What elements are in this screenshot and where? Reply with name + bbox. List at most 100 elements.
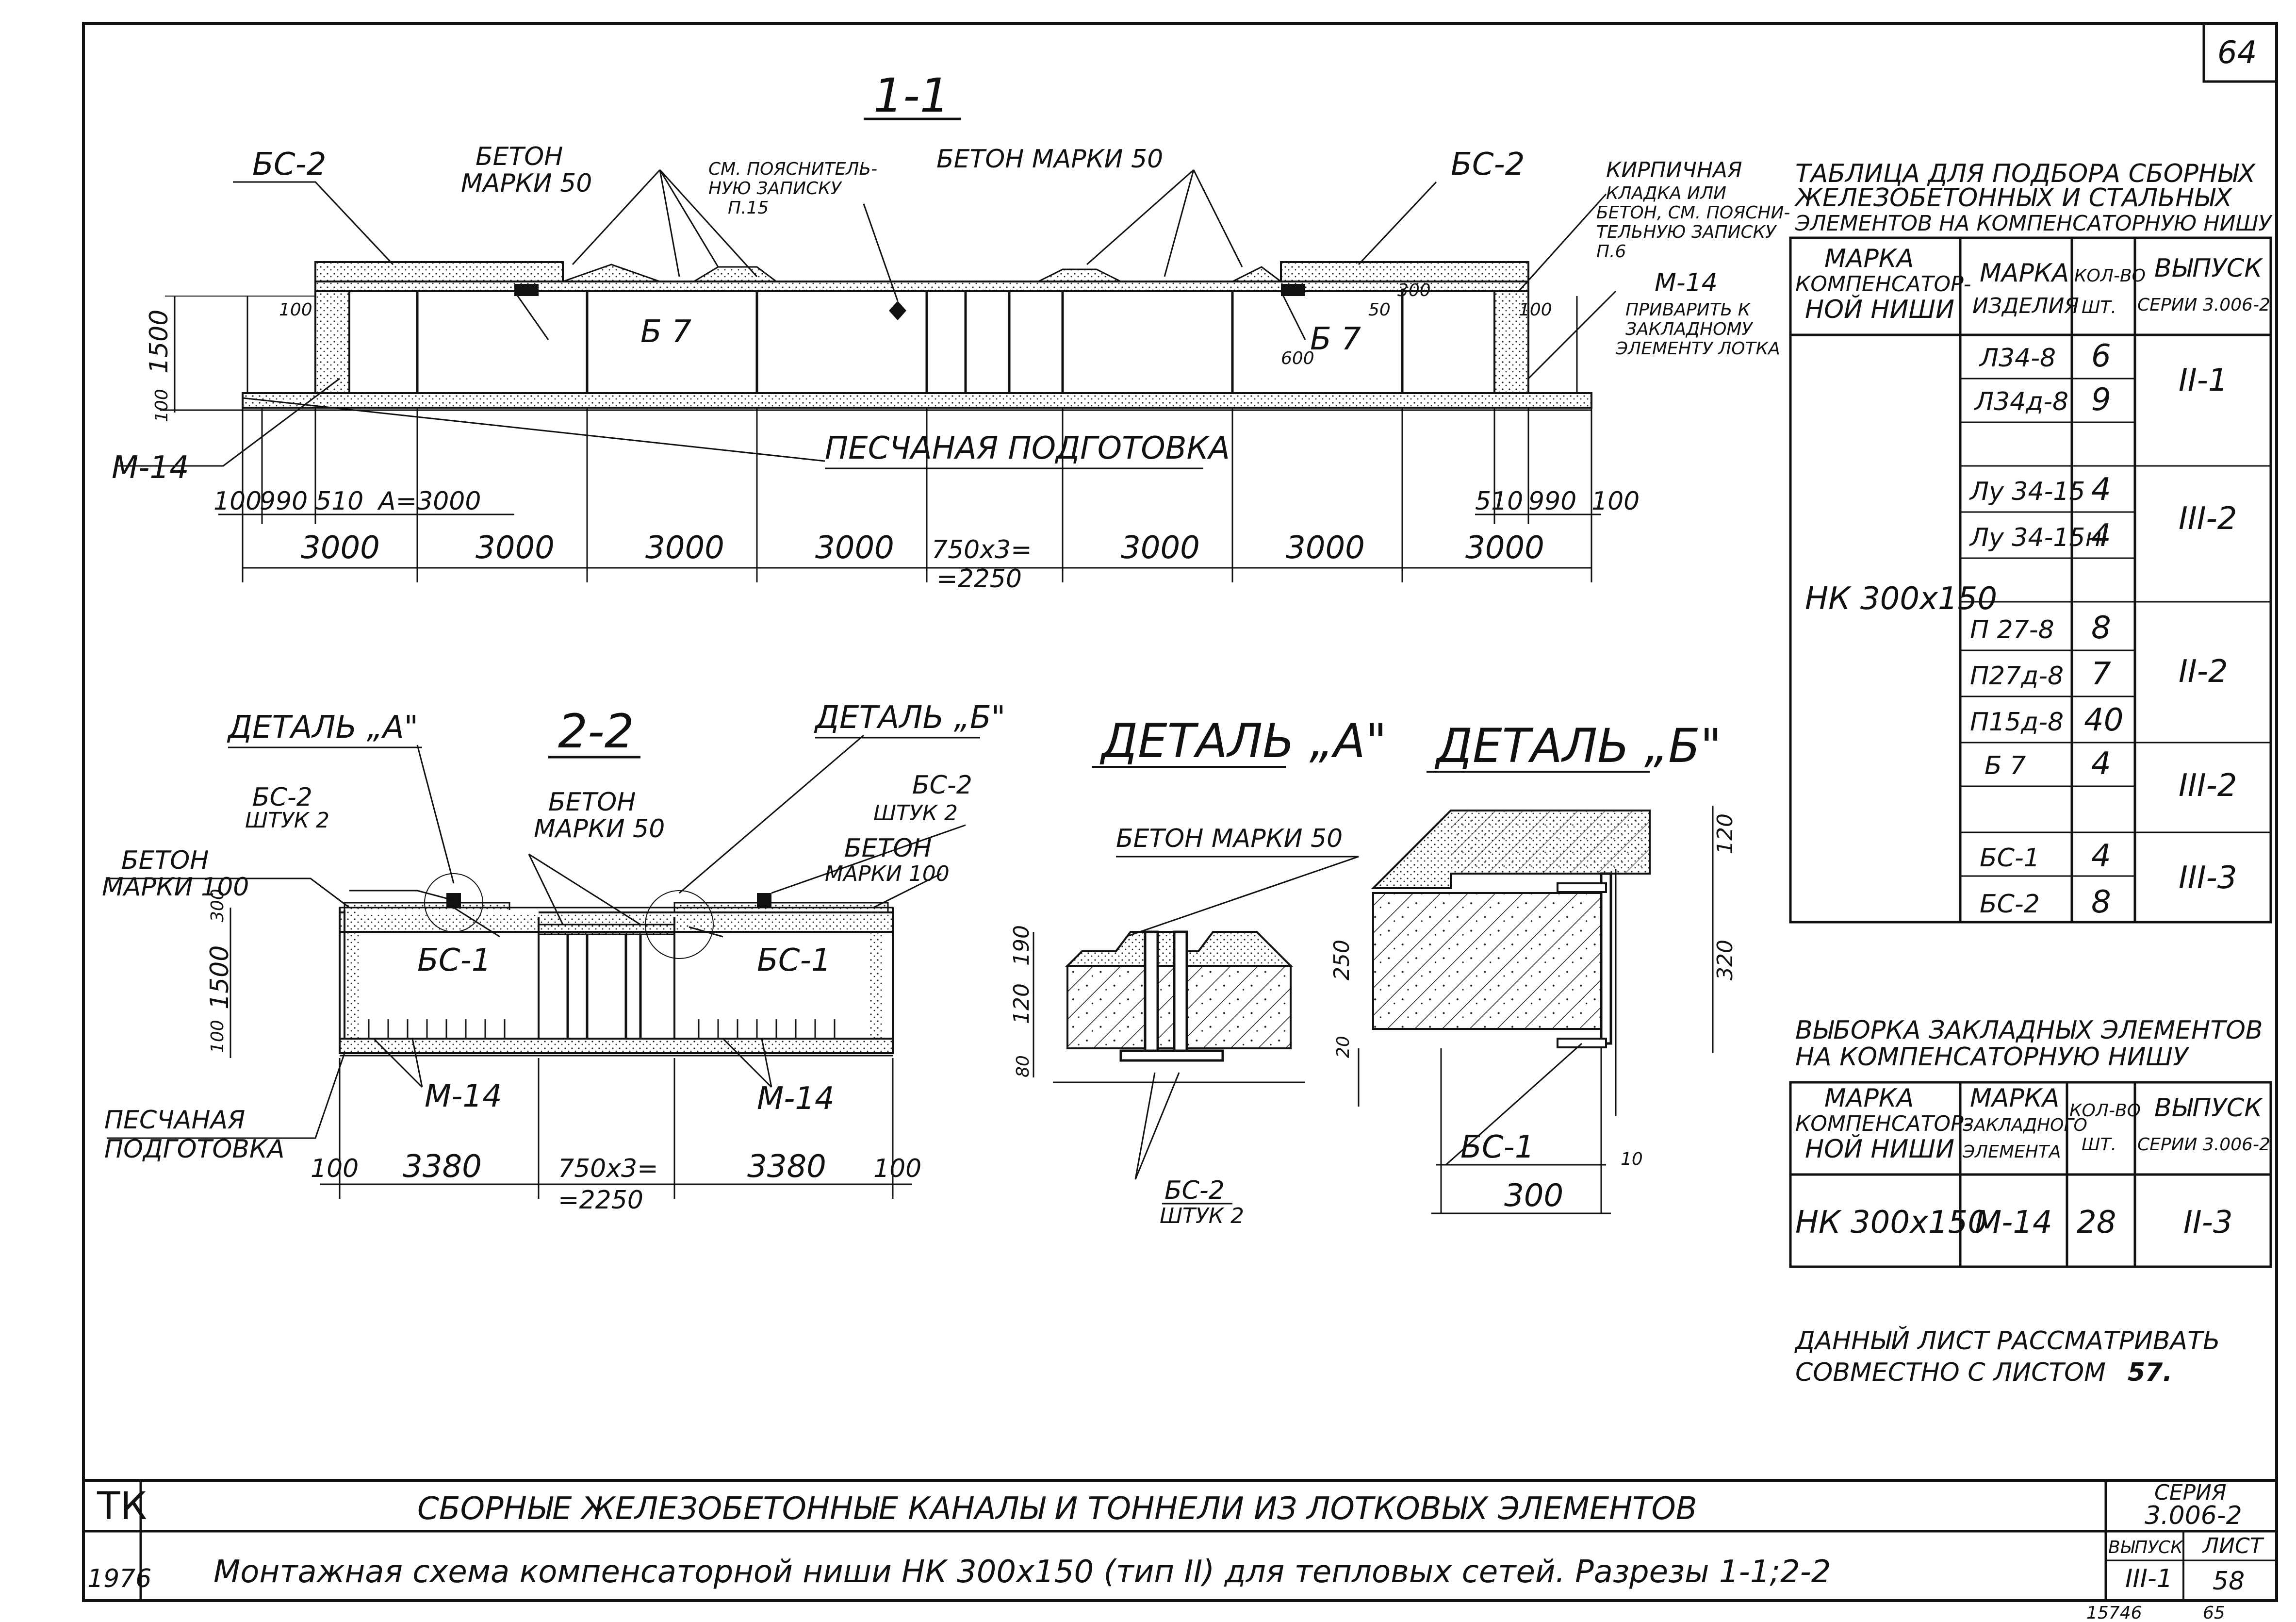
label-note3: П.15 bbox=[728, 198, 769, 218]
dim-3000-4: 3000 bbox=[815, 530, 894, 566]
tb-issue-label: ВЫПУСК bbox=[2108, 1538, 2183, 1557]
t1-r3-item: Лу 34-15 bbox=[1969, 477, 2085, 506]
dim-300: 300 bbox=[1397, 281, 1431, 300]
tb-issue-value: III-1 bbox=[2125, 1564, 2173, 1593]
t1-r6-item: П 27-8 bbox=[1970, 615, 2054, 645]
detail-a: ДЕТАЛЬ „А" БЕТОН МАРКИ 50 БС-2 ШТУК 2 19… bbox=[1009, 714, 1387, 1228]
dim-2250: =2250 bbox=[936, 564, 1022, 594]
detail-a-dim-80: 80 bbox=[1013, 1055, 1033, 1077]
dim-top-100: 100 bbox=[213, 487, 262, 516]
label-beton-a1: БЕТОН bbox=[476, 142, 563, 171]
dim-h1500: 1500 bbox=[145, 310, 174, 374]
t1-issue-4: III-3 bbox=[2179, 860, 2237, 896]
t1-r7-qty: 7 bbox=[2091, 656, 2111, 692]
table2-title-1: ВЫБОРКА ЗАКЛАДНЫХ ЭЛЕМЕНТОВ bbox=[1795, 1016, 2263, 1045]
bottom-code-1: 15746 bbox=[2086, 1603, 2142, 1620]
dim-22-750x3: 750х3= bbox=[558, 1154, 658, 1183]
t1-issue-0: II-1 bbox=[2179, 363, 2228, 398]
dim-22-100a: 100 bbox=[311, 1154, 359, 1183]
label-b7-right: Б 7 bbox=[1310, 321, 1361, 357]
t2-h0b: КОМПЕНСАТОР- bbox=[1795, 1111, 1971, 1136]
dim-50: 50 bbox=[1368, 300, 1391, 320]
dim-3000-5: 3000 bbox=[1121, 530, 1200, 566]
label-note2: НУЮ ЗАПИСКУ bbox=[708, 179, 842, 199]
t1-h1a: МАРКА bbox=[1980, 259, 2069, 288]
label-b100-l2: МАРКИ 100 bbox=[102, 873, 249, 902]
t1-issue-1: III-2 bbox=[2179, 501, 2237, 537]
label-beton-b: БЕТОН МАРКИ 50 bbox=[936, 145, 1163, 174]
label-bs1-left: БС-1 bbox=[417, 943, 491, 978]
label-weld2: ЗАКЛАДНОМУ bbox=[1625, 319, 1754, 339]
label-b100-r1: БЕТОН bbox=[844, 834, 932, 863]
dim-3000-7: 3000 bbox=[1465, 530, 1544, 566]
dim-top-990: 990 bbox=[260, 487, 308, 516]
section-1-1-title: 1-1 bbox=[873, 68, 950, 123]
dim-22-3380a: 3380 bbox=[403, 1149, 482, 1185]
dim-3000-1: 3000 bbox=[301, 530, 380, 566]
t1-h0c: НОЙ НИШИ bbox=[1805, 295, 1954, 324]
dim-600: 600 bbox=[1281, 348, 1314, 368]
tb-series-value: 3.006-2 bbox=[2145, 1501, 2242, 1530]
label-brick5: П.6 bbox=[1596, 242, 1626, 262]
title-block: ТК 1976 СБОРНЫЕ ЖЕЛЕЗОБЕТОННЫЕ КАНАЛЫ И … bbox=[83, 1479, 2277, 1622]
note: ДАННЫЙ ЛИСТ РАССМАТРИВАТЬ СОВМЕСТНО С ЛИ… bbox=[1794, 1326, 2220, 1387]
dim-top-510: 510 bbox=[315, 487, 363, 516]
label-sand-22-1: ПЕСЧАНАЯ bbox=[104, 1106, 245, 1135]
dim-22-100b: 100 bbox=[873, 1154, 921, 1183]
dim-top-990r: 990 bbox=[1528, 487, 1576, 516]
t2-element: М-14 bbox=[1975, 1205, 2052, 1241]
detail-b-dim-320: 320 bbox=[1713, 940, 1738, 980]
label-b100-l1: БЕТОН bbox=[121, 846, 209, 875]
t1-r11-qty: 4 bbox=[2091, 838, 2111, 874]
t1-h3b: СЕРИИ 3.006-2 bbox=[2137, 295, 2270, 315]
corner-number: 64 bbox=[2217, 35, 2257, 71]
label-weld3: ЭЛЕМЕНТУ ЛОТКА bbox=[1615, 339, 1780, 359]
t1-h3a: ВЫПУСК bbox=[2154, 254, 2263, 283]
dim-h100: 100 bbox=[152, 389, 172, 422]
dim-3000-2: 3000 bbox=[476, 530, 555, 566]
detail-a-beton-label: БЕТОН МАРКИ 50 bbox=[1116, 824, 1343, 853]
label-weld1: ПРИВАРИТЬ К bbox=[1625, 300, 1751, 320]
note-sheet: 57. bbox=[2128, 1358, 2172, 1387]
table1-title-1: ТАБЛИЦА ДЛЯ ПОДБОРА СБОРНЫХ bbox=[1795, 159, 2256, 188]
label-bs2-right: БС-2 bbox=[1451, 147, 1525, 182]
t2-h2a: КОЛ-ВО bbox=[2069, 1101, 2141, 1121]
t1-r8-qty: 40 bbox=[2084, 702, 2123, 738]
detail-b-dim-10: 10 bbox=[1621, 1149, 1643, 1169]
label-m14-right: М-14 bbox=[1655, 268, 1718, 298]
detail-b-dim-250: 250 bbox=[1329, 940, 1354, 980]
t1-r4-qty: 4 bbox=[2091, 518, 2111, 554]
detail-a-dim-120: 120 bbox=[1009, 983, 1034, 1024]
table1-title-3: ЭЛЕМЕНТОВ НА КОМПЕНСАТОРНУЮ НИШУ bbox=[1795, 211, 2273, 236]
dim-100b: 100 bbox=[1519, 300, 1552, 320]
tb-line1: СБОРНЫЕ ЖЕЛЕЗОБЕТОННЫЕ КАНАЛЫ И ТОННЕЛИ … bbox=[417, 1491, 1697, 1527]
detail-b-dim-20: 20 bbox=[1333, 1036, 1353, 1058]
t1-issue-3: III-2 bbox=[2179, 768, 2237, 804]
t2-issue: II-3 bbox=[2183, 1205, 2233, 1241]
label-b100-r2: МАРКИ 100 bbox=[825, 861, 950, 886]
t1-r1-item: Л34д-8 bbox=[1974, 387, 2068, 416]
t2-h3a: ВЫПУСК bbox=[2154, 1093, 2263, 1123]
detail-b-bs1: БС-1 bbox=[1460, 1129, 1534, 1165]
detail-a-title: ДЕТАЛЬ „А" bbox=[1099, 714, 1387, 768]
tb-sheet-value: 58 bbox=[2213, 1567, 2245, 1596]
label-brick3: БЕТОН, СМ. ПОЯСНИ- bbox=[1596, 203, 1790, 223]
label-bs2-l2: ШТУК 2 bbox=[245, 808, 329, 833]
detail-b-dim-120: 120 bbox=[1713, 813, 1738, 854]
t1-r11-item: БС-1 bbox=[1980, 844, 2040, 873]
t1-h1b: ИЗДЕЛИЯ bbox=[1972, 294, 2079, 318]
t1-r1-qty: 9 bbox=[2091, 382, 2111, 418]
dim-22-h300: 300 bbox=[208, 889, 228, 922]
label-bs2-r2: ШТУК 2 bbox=[873, 801, 958, 826]
tb-line2: Монтажная схема компенсаторной ниши НК 3… bbox=[213, 1554, 1831, 1590]
t1-r9-qty: 4 bbox=[2091, 746, 2111, 782]
dim-top-510r: 510 bbox=[1475, 487, 1523, 516]
t2-h1c: ЭЛЕМЕНТА bbox=[1962, 1142, 2061, 1162]
corner-box bbox=[2202, 22, 2278, 83]
label-brick2: КЛАДКА ИЛИ bbox=[1606, 183, 1726, 203]
note-line2: СОВМЕСТНО С ЛИСТОМ bbox=[1795, 1358, 2106, 1387]
tb-series-label: СЕРИЯ bbox=[2154, 1480, 2227, 1505]
t2-niche: НК 300х150 bbox=[1795, 1205, 1987, 1241]
t1-r3-qty: 4 bbox=[2091, 472, 2111, 508]
t1-h2a: КОЛ-ВО bbox=[2074, 266, 2146, 286]
